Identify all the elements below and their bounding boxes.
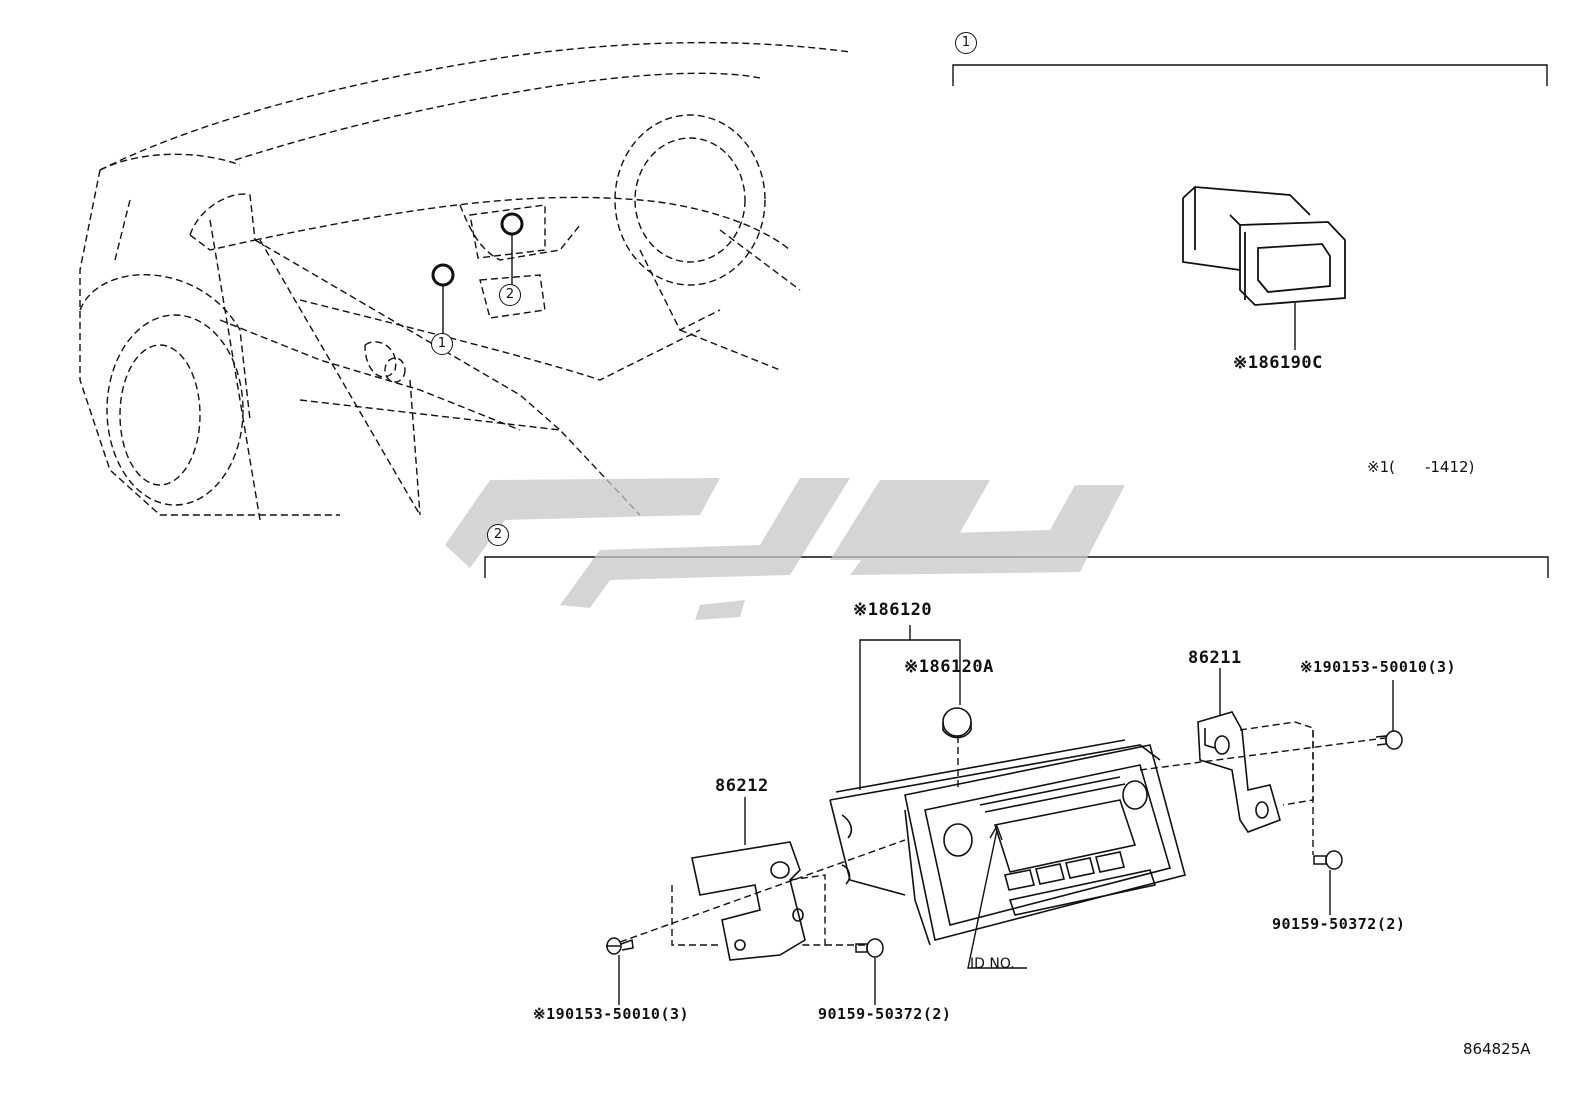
arrow-head <box>989 824 1003 841</box>
watermark-logo <box>445 478 1125 620</box>
part-label-bolt-right: 90159-50372(2) <box>1272 915 1406 933</box>
overview-marker-1: 1 <box>431 333 453 355</box>
overview-marker-2: 2 <box>499 284 521 306</box>
screw-right-drawing <box>1375 730 1403 750</box>
part-label-86190c: ※186190C <box>1233 353 1323 373</box>
part-label-screw-right: ※190153-50010(3) <box>1300 658 1457 676</box>
id-no-label: ID NO. <box>970 956 1015 972</box>
part-label-86120a: ※186120A <box>904 657 994 677</box>
screw-left-drawing <box>606 937 634 955</box>
switch-86190c-drawing <box>1182 186 1346 306</box>
hidden-line <box>619 839 906 943</box>
section-1-bracket <box>952 64 1548 86</box>
location-marker-1 <box>431 263 455 287</box>
car-interior-illustration <box>79 41 851 521</box>
part-label-bolt-left: 90159-50372(2) <box>818 1005 952 1023</box>
bracket-86212-drawing <box>691 841 806 961</box>
applicability-note: ※1( -1412) <box>1367 458 1475 476</box>
cap-86120a-drawing <box>942 707 972 739</box>
hidden-line <box>1139 737 1386 771</box>
part-label-86211: 86211 <box>1188 648 1242 668</box>
id-no-leader <box>967 829 1027 969</box>
hidden-line <box>671 885 720 946</box>
section-1-callout: 1 <box>955 32 977 54</box>
diagram-code: 864825A <box>1463 1040 1531 1058</box>
part-label-86212: 86212 <box>715 776 769 796</box>
bracket-86211-drawing <box>1197 711 1281 833</box>
bolt-left-drawing <box>855 938 884 958</box>
location-marker-2 <box>500 212 524 236</box>
hidden-line <box>789 874 826 946</box>
hidden-line <box>1239 721 1314 806</box>
bolt-right-drawing <box>1313 850 1343 870</box>
section-2-callout: 2 <box>487 524 509 546</box>
part-label-screw-left: ※190153-50010(3) <box>533 1005 690 1023</box>
part-label-86120: ※186120 <box>853 600 933 620</box>
radio-head-unit-drawing <box>829 739 1186 946</box>
